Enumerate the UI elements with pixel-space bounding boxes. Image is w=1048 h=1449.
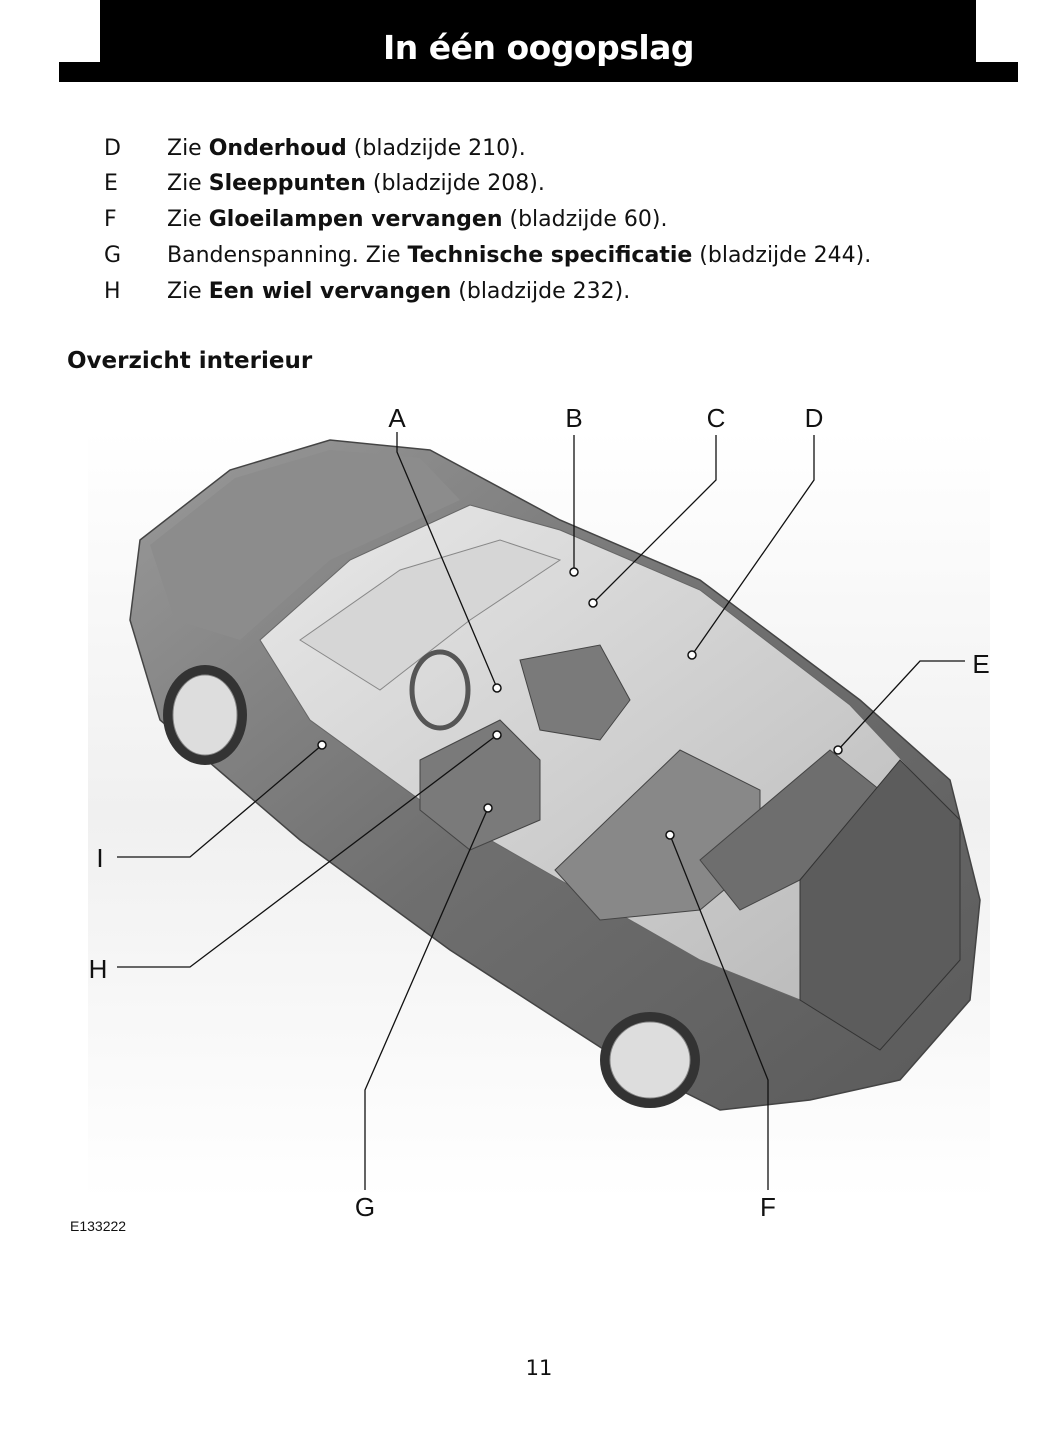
item-link[interactable]: Een wiel vervangen bbox=[208, 279, 452, 304]
callout-line-i bbox=[117, 744, 323, 858]
page-number: 11 bbox=[525, 1356, 553, 1380]
callout-label-g: G bbox=[354, 1192, 376, 1222]
item-link[interactable]: Onderhoud bbox=[208, 136, 347, 161]
callout-points bbox=[317, 567, 843, 840]
callout-line-c bbox=[592, 435, 717, 604]
figure-id: E133222 bbox=[70, 1218, 127, 1234]
callout-line-d bbox=[691, 435, 815, 656]
item-link[interactable]: Gloeilampen vervangen bbox=[208, 207, 503, 232]
item-key: E bbox=[104, 171, 118, 196]
item-page: (bladzijde 208). bbox=[365, 171, 545, 196]
item-text: Zie bbox=[167, 171, 209, 196]
callout-lines bbox=[117, 432, 965, 1190]
callout-label-b: B bbox=[565, 403, 583, 433]
rear-wheel bbox=[600, 1012, 700, 1108]
callout-label-a: A bbox=[388, 403, 406, 433]
callout-line-h bbox=[117, 734, 498, 968]
callout-label-i: I bbox=[96, 843, 104, 873]
callout-label-h: H bbox=[88, 954, 108, 984]
section-title: Overzicht interieur bbox=[67, 348, 313, 374]
car-hood bbox=[150, 450, 460, 640]
item-key: H bbox=[104, 279, 121, 304]
item-text: Zie bbox=[167, 279, 209, 304]
tailgate bbox=[799, 759, 961, 1051]
callout-label-d: D bbox=[804, 403, 824, 433]
item-page: (bladzijde 210). bbox=[346, 136, 526, 161]
steering-wheel bbox=[409, 649, 471, 731]
item-page: (bladzijde 244). bbox=[692, 243, 872, 268]
header-band bbox=[100, 0, 976, 62]
page-title: In één oogopslag bbox=[382, 28, 695, 67]
callout-label-f: F bbox=[760, 1192, 776, 1222]
item-text: Bandenspanning. Zie bbox=[167, 243, 408, 268]
item-page: (bladzijde 232). bbox=[451, 279, 631, 304]
callout-line-g bbox=[364, 807, 489, 1190]
callout-line-a bbox=[396, 432, 498, 689]
callout-line-e bbox=[837, 660, 965, 751]
item-text: Zie bbox=[167, 207, 209, 232]
front-seat-left bbox=[419, 719, 541, 851]
front-seat-right bbox=[519, 644, 631, 741]
header-band-base bbox=[59, 62, 1018, 82]
item-text: Zie bbox=[167, 136, 209, 161]
callout-label-c: C bbox=[706, 403, 726, 433]
item-key: D bbox=[104, 136, 121, 161]
item-link[interactable]: Technische specificatie bbox=[407, 243, 693, 268]
item-key: F bbox=[104, 207, 117, 232]
item-key: G bbox=[104, 243, 122, 268]
dashboard bbox=[299, 539, 562, 691]
front-wheel bbox=[163, 665, 247, 765]
item-page: (bladzijde 60). bbox=[502, 207, 668, 232]
callout-line-f bbox=[669, 834, 769, 1190]
item-link[interactable]: Sleeppunten bbox=[208, 171, 366, 196]
callout-label-e: E bbox=[972, 649, 990, 679]
